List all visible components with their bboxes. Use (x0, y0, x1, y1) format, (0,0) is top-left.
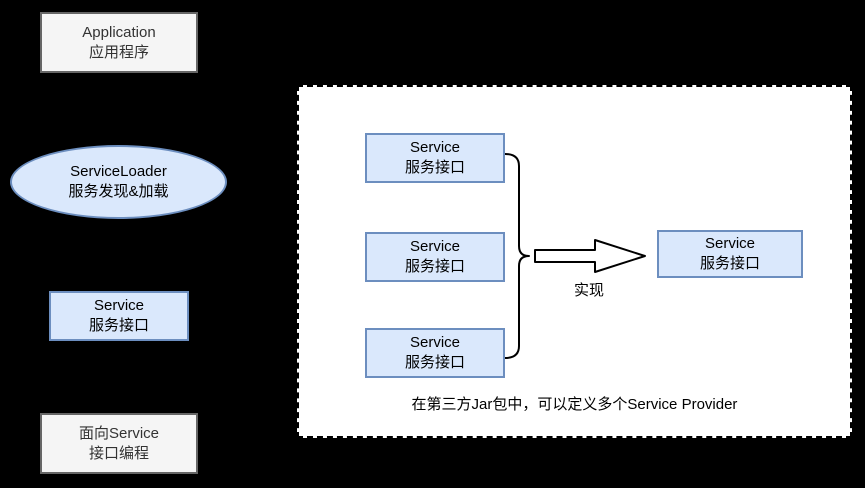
connector-shapes (504, 153, 646, 359)
provider-node-3: Service 服务接口 (365, 328, 505, 378)
application-node-line1: Application (82, 23, 156, 41)
implemented-service-node-line2: 服务接口 (699, 255, 760, 272)
application-node: Application 应用程序 (40, 12, 198, 73)
panel-caption: 在第三方Jar包中，可以定义多个Service Provider (411, 396, 738, 413)
application-node-line2: 应用程序 (88, 43, 149, 61)
provider-node-3-line1: Service (409, 334, 461, 351)
serviceloader-node-line2: 服务发现&加载 (68, 183, 169, 200)
provider-node-1-line2: 服务接口 (404, 159, 465, 176)
implemented-service-node: Service 服务接口 (657, 230, 803, 278)
provider-node-3-line2: 服务接口 (404, 354, 465, 371)
service-oriented-programming-node: 面向Service 接口编程 (40, 413, 198, 474)
serviceloader-node: ServiceLoader 服务发现&加载 (10, 145, 227, 219)
serviceloader-node-line1: ServiceLoader (70, 163, 167, 180)
provider-node-1: Service 服务接口 (365, 133, 505, 183)
service-interface-node-line1: Service (93, 297, 145, 314)
implements-label: 实现 (573, 282, 604, 299)
service-interface-node: Service 服务接口 (49, 291, 189, 341)
grouping-brace (504, 153, 530, 359)
provider-node-2-line2: 服务接口 (404, 258, 465, 275)
programming-node-line1: 面向Service (78, 424, 160, 442)
programming-node-line2: 接口编程 (88, 444, 149, 462)
implements-arrow (534, 239, 646, 273)
provider-node-2: Service 服务接口 (365, 232, 505, 282)
service-interface-node-line2: 服务接口 (88, 317, 149, 334)
provider-panel: Service 服务接口 Service 服务接口 Service 服务接口 实… (297, 85, 852, 438)
provider-node-1-line1: Service (409, 139, 461, 156)
implemented-service-node-line1: Service (704, 235, 756, 252)
provider-node-2-line1: Service (409, 238, 461, 255)
